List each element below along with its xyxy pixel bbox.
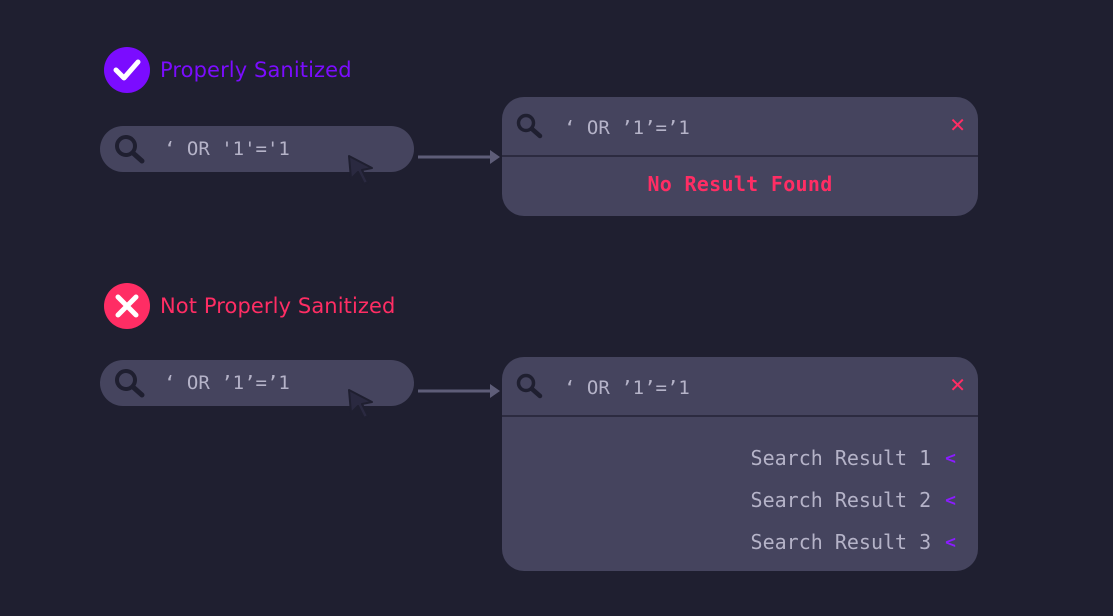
search-icon bbox=[114, 134, 146, 168]
mouse-pointer-icon bbox=[346, 387, 376, 425]
result-label: Search Result 1 bbox=[750, 446, 932, 470]
search-query[interactable]: ‘ OR '1'='1 bbox=[164, 138, 290, 160]
not-sanitized-status: Not Properly Sanitized bbox=[104, 283, 396, 329]
search-icon bbox=[516, 373, 544, 403]
check-circle-icon bbox=[104, 47, 150, 93]
sanitized-status: Properly Sanitized bbox=[104, 47, 352, 93]
list-item[interactable]: Search Result 2 < bbox=[502, 479, 978, 521]
panel-query[interactable]: ‘ OR ’1’=’1 bbox=[564, 117, 690, 139]
sanitized-search-input[interactable]: ‘ OR '1'='1 bbox=[100, 126, 414, 185]
chevron-left-icon: < bbox=[945, 531, 956, 553]
panel-header: ‘ OR ’1’=’1 ✕ bbox=[502, 357, 978, 417]
result-label: Search Result 2 bbox=[750, 488, 932, 512]
not-sanitized-search-input[interactable]: ‘ OR ’1’=’1 bbox=[100, 360, 414, 419]
list-item[interactable]: Search Result 3 < bbox=[502, 521, 978, 563]
search-query[interactable]: ‘ OR ’1’=’1 bbox=[164, 372, 290, 394]
sanitized-label: Properly Sanitized bbox=[160, 58, 352, 82]
no-result-message: No Result Found bbox=[647, 172, 833, 196]
search-icon bbox=[114, 368, 146, 402]
list-item[interactable]: Search Result 1 < bbox=[502, 437, 978, 479]
close-icon[interactable]: ✕ bbox=[949, 113, 966, 137]
arrow-right-icon bbox=[418, 384, 500, 398]
chevron-left-icon: < bbox=[945, 447, 956, 469]
result-list: Search Result 1 < Search Result 2 < Sear… bbox=[502, 417, 978, 563]
close-icon[interactable]: ✕ bbox=[949, 373, 966, 397]
mouse-pointer-icon bbox=[346, 153, 376, 191]
arrow-right-icon bbox=[418, 150, 500, 164]
chevron-left-icon: < bbox=[945, 489, 956, 511]
search-icon bbox=[516, 113, 544, 143]
x-circle-icon bbox=[104, 283, 150, 329]
panel-header: ‘ OR ’1’=’1 ✕ bbox=[502, 97, 978, 157]
not-sanitized-result-panel: ‘ OR ’1’=’1 ✕ Search Result 1 < Search R… bbox=[502, 357, 978, 571]
not-sanitized-label: Not Properly Sanitized bbox=[160, 294, 396, 318]
result-label: Search Result 3 bbox=[750, 530, 932, 554]
sanitized-result-panel: ‘ OR ’1’=’1 ✕ No Result Found bbox=[502, 97, 978, 216]
panel-query[interactable]: ‘ OR ’1’=’1 bbox=[564, 377, 690, 399]
